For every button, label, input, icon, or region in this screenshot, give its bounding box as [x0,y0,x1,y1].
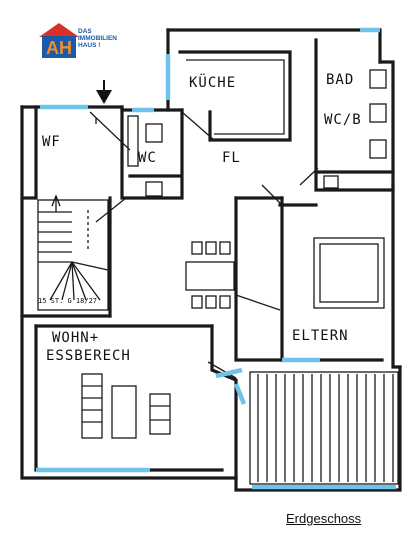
house-logo-icon: AH [39,23,79,58]
room-label-eltern: ELTERN [292,328,349,344]
bed [313,237,385,309]
terrace [249,371,399,485]
logo-initials: AH [46,38,72,58]
room-label-bad: BAD [326,72,354,88]
room-label-wf: WF [42,134,61,150]
company-logo: AH [37,21,125,63]
room-label-wohn-line2: ESSBERECH [46,348,131,364]
arrow-down-icon [96,80,112,104]
dining-table [185,241,235,309]
logo-text: DAS IMMOBILIEN HAUS ! [78,28,126,49]
door-swings [89,111,319,379]
stair-label: 15 ST. G 18/27 [38,297,97,305]
floor-caption: Erdgeschoss [286,511,362,526]
room-label-wc-bad: WC/B [324,112,362,128]
room-label-wc: WC [138,150,157,166]
room-label-wohn-line1: WOHN+ [52,330,99,346]
living-furniture [81,373,171,439]
room-label-kueche: KÜCHE [189,73,236,91]
staircase [37,194,109,311]
exterior-walls [20,28,402,492]
logo-line-2: IMMOBILIEN [78,35,117,42]
room-label-flur: FL [222,150,241,166]
logo-line-3: HAUS ! [78,42,101,49]
windows [36,27,396,490]
logo-line-1: DAS [78,28,92,35]
bath-fixtures [323,69,387,189]
wc-fixtures [127,115,163,197]
